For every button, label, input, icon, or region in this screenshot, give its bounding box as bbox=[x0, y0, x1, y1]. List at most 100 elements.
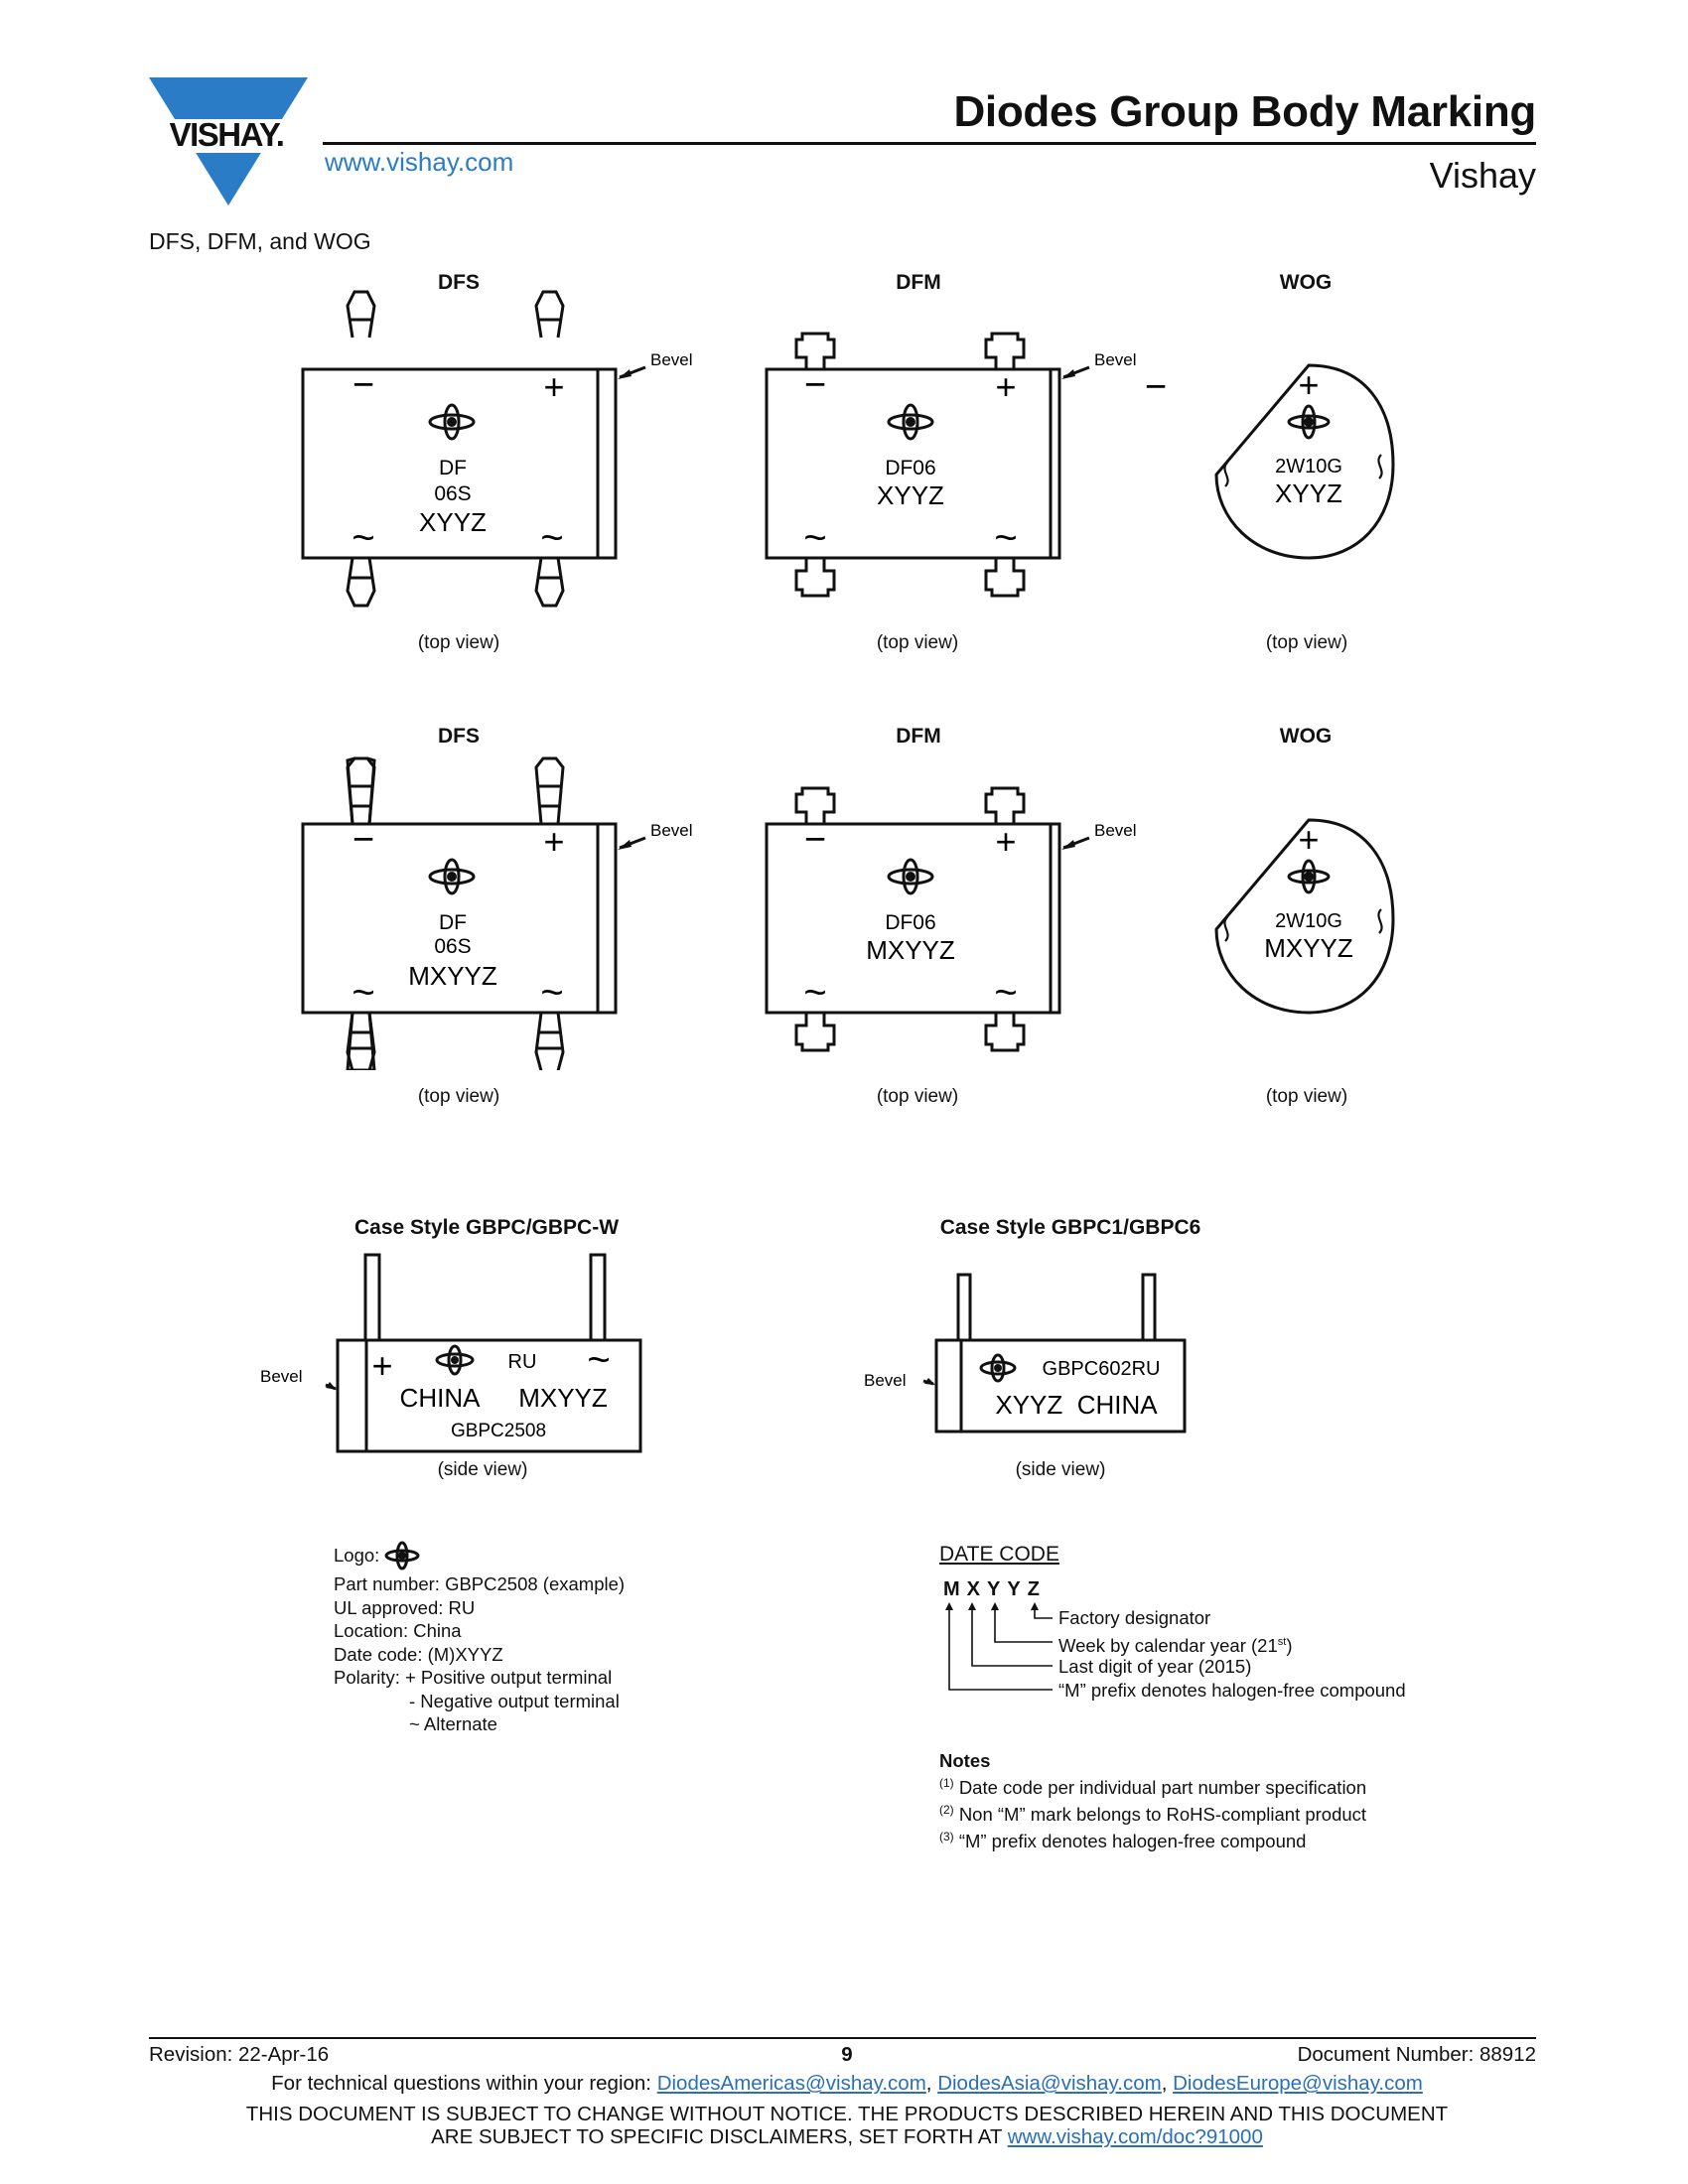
wog-body bbox=[1214, 818, 1395, 1015]
dfm-minus-symbol: − bbox=[804, 819, 826, 861]
dfs-lead-bottom-right bbox=[534, 1012, 565, 1070]
dfm-minus-symbol: − bbox=[804, 364, 826, 406]
dfm-tilde-left: ~ bbox=[803, 516, 826, 560]
dfs-line1: DF bbox=[439, 457, 467, 479]
email-asia-link[interactable]: DiodesAsia@vishay.com bbox=[937, 2072, 1162, 2095]
gbpc-view-caption: (side view) bbox=[437, 1459, 528, 1480]
legend-negative: - Negative output terminal bbox=[409, 1690, 620, 1711]
dfm-pad-top-left bbox=[794, 332, 836, 369]
footer-document-number: Document Number: 88912 bbox=[1297, 2043, 1536, 2066]
gbpc-plus-symbol: + bbox=[371, 1345, 392, 1386]
dfm-view-caption: (top view) bbox=[876, 1086, 959, 1107]
gbpc-lead-right bbox=[589, 1253, 607, 1342]
gbpc-body bbox=[336, 1338, 642, 1453]
dfm-date-code: XYYZ bbox=[877, 480, 944, 510]
wog-line1: 2W10G bbox=[1275, 910, 1342, 932]
gbpc1-bevel-label: Bevel bbox=[864, 1371, 907, 1390]
dfm-pad-top-left bbox=[794, 786, 836, 824]
dfm-pad-bottom-left bbox=[794, 1013, 836, 1052]
dfm-bevel-label: Bevel bbox=[1094, 821, 1137, 840]
dfs-body bbox=[301, 822, 618, 1015]
dfm-label: DFM bbox=[896, 725, 941, 748]
legend-logo-icon bbox=[384, 1541, 420, 1570]
legend-date-code: Date code: (M)XYYZ bbox=[334, 1643, 503, 1665]
email-americas-link[interactable]: DiodesAmericas@vishay.com bbox=[656, 2072, 926, 2095]
dfs-label: DFS bbox=[438, 725, 480, 748]
email-europe-link[interactable]: DiodesEurope@vishay.com bbox=[1173, 2072, 1423, 2095]
gbpc1-view-caption: (side view) bbox=[1015, 1459, 1106, 1480]
header-subtitle: Vishay bbox=[1429, 155, 1536, 196]
header-url-link[interactable]: www.vishay.com bbox=[325, 147, 514, 177]
date-code-letters: M X Y Y Z bbox=[943, 1578, 1040, 1601]
dfs-line2: 06S bbox=[434, 935, 471, 958]
dfs-view-caption: (top view) bbox=[417, 1086, 500, 1107]
dfm-pad-bottom-right bbox=[984, 558, 1026, 598]
wog-plus-symbol: + bbox=[1298, 819, 1319, 860]
date-code-title: DATE CODE bbox=[939, 1543, 1059, 1566]
dfm-tilde-right: ~ bbox=[994, 516, 1017, 560]
notes-title: Notes bbox=[939, 1750, 991, 1771]
legend-alternate: ~ Alternate bbox=[409, 1713, 497, 1734]
dfs-lead-top-left bbox=[346, 756, 376, 825]
dfs-lead-top-left bbox=[346, 290, 376, 339]
gbpc-logo-icon bbox=[435, 1344, 475, 1376]
wog-body bbox=[1214, 363, 1395, 560]
dfs-lead-top-right bbox=[534, 290, 565, 339]
marking-legend: Logo: Part number: GBPC2508 (example) UL… bbox=[334, 1539, 625, 1736]
legend-logo-label: Logo: bbox=[334, 1545, 380, 1567]
gbpc-china: CHINA bbox=[400, 1383, 482, 1413]
package-diagrams-row2: − + DF 06S MXYYZ ~ ~ Bevel − + DF06 MXYY… bbox=[301, 756, 1395, 1070]
gbpc1-title: Case Style GBPC1/GBPC6 bbox=[939, 1216, 1201, 1239]
note-item: (1) Date code per individual part number… bbox=[939, 1776, 1367, 1799]
gbpc1-logo-icon bbox=[979, 1353, 1017, 1383]
footer-disclaimer-line2: ARE SUBJECT TO SPECIFIC DISCLAIMERS, SET… bbox=[431, 2125, 1263, 2148]
dfm-plus-symbol: + bbox=[995, 366, 1016, 407]
gbpc1-lead-right bbox=[1141, 1273, 1157, 1342]
footer-disclaimer-line1: THIS DOCUMENT IS SUBJECT TO CHANGE WITHO… bbox=[245, 2103, 1449, 2125]
page-title: Diodes Group Body Marking bbox=[953, 87, 1536, 136]
dfs-plus-symbol: + bbox=[543, 821, 564, 862]
dfm-logo-icon bbox=[887, 858, 934, 895]
wog-plus-symbol: + bbox=[1298, 364, 1319, 405]
date-code-year: Last digit of year (2015) bbox=[1058, 1656, 1252, 1677]
notes-block: Notes (1) Date code per individual part … bbox=[939, 1749, 1366, 1852]
gbpc-bevel-label: Bevel bbox=[260, 1367, 303, 1386]
package-diagrams-row1: − + DF 06S XYYZ ~ ~ Bevel − + DF06 XYYZ … bbox=[301, 290, 1395, 608]
dfs-plus-symbol: + bbox=[543, 366, 564, 407]
dfs-date-code: XYYZ bbox=[419, 507, 487, 537]
dfm-line1: DF06 bbox=[885, 911, 935, 934]
wog-line1: 2W10G bbox=[1275, 456, 1342, 478]
dfm-bevel-label: Bevel bbox=[1094, 350, 1137, 369]
note-item: (3) “M” prefix denotes halogen-free comp… bbox=[939, 1830, 1307, 1852]
wog-logo-icon bbox=[1287, 859, 1331, 894]
dfm-tilde-right: ~ bbox=[994, 971, 1017, 1015]
dfs-lead-bottom-right bbox=[534, 557, 565, 608]
gbpc-tilde-symbol: ~ bbox=[587, 1338, 610, 1382]
gbpc1-side-view: GBPC602RU XYYZ CHINA Bevel bbox=[864, 1273, 1187, 1433]
date-code-prefix: “M” prefix denotes halogen-free compound bbox=[1058, 1680, 1406, 1701]
wog-label: WOG bbox=[1279, 725, 1333, 748]
date-code-letter-y2: Y bbox=[1007, 1578, 1021, 1600]
dfm-view-caption: (top view) bbox=[876, 632, 959, 653]
dfm-tilde-left: ~ bbox=[803, 971, 826, 1015]
legend-polarity: Polarity: + Positive output terminal bbox=[334, 1667, 613, 1688]
vishay-logo-text: VISHAY. bbox=[170, 116, 284, 153]
dfs-minus-symbol: − bbox=[352, 364, 374, 406]
wog-date-code: MXYYZ bbox=[1264, 933, 1353, 963]
gbpc1-code-line: XYYZ CHINA bbox=[995, 1390, 1158, 1420]
dfm-line1: DF06 bbox=[885, 457, 935, 479]
disclaimer-link[interactable]: www.vishay.com/doc?91000 bbox=[1007, 2125, 1263, 2148]
dfs-view-caption: (top view) bbox=[417, 632, 500, 653]
footer-revision: Revision: 22-Apr-16 bbox=[149, 2043, 330, 2066]
dfs-label: DFS bbox=[438, 271, 480, 294]
dfs-line1: DF bbox=[439, 911, 467, 934]
gbpc-title: Case Style GBPC/GBPC-W bbox=[353, 1216, 620, 1239]
dfs-tilde-right: ~ bbox=[540, 516, 563, 560]
dfs-minus-symbol: − bbox=[352, 819, 374, 861]
dfs-tilde-right: ~ bbox=[540, 971, 563, 1015]
note-item: (2) Non “M” mark belongs to RoHS-complia… bbox=[939, 1803, 1367, 1826]
gbpc1-body bbox=[934, 1338, 1187, 1433]
date-code-letter-y1: Y bbox=[987, 1578, 1001, 1600]
gbpc-ru: RU bbox=[508, 1351, 537, 1373]
dfs-tilde-left: ~ bbox=[352, 516, 374, 560]
